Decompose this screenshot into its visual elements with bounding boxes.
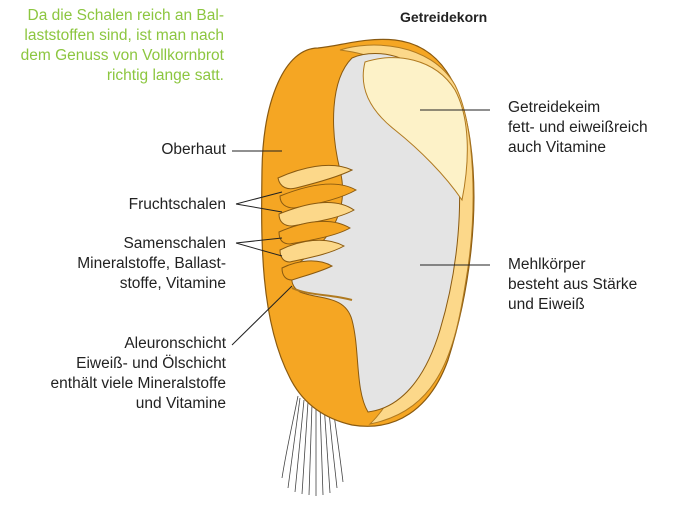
label-line: stoffe, Vitamine (40, 274, 226, 294)
label-line: und Vitamine (0, 394, 226, 414)
label-line: Eiweiß- und Ölschicht (0, 354, 226, 374)
label-line: Getreidekeim (508, 98, 683, 118)
label-oberhaut: Oberhaut (100, 140, 226, 160)
label-line: auch Vitamine (508, 138, 683, 158)
label-line: Samenschalen (40, 234, 226, 254)
label-line: und Eiweiß (508, 295, 683, 315)
label-line: enthält viele Mineralstoffe (0, 374, 226, 394)
label-line: Mineralstoffe, Ballast- (40, 254, 226, 274)
label-line: besteht aus Stärke (508, 275, 683, 295)
label-getreidekeim: Getreidekeim fett- und eiweißreich auch … (508, 98, 683, 158)
label-line: Mehlkörper (508, 255, 683, 275)
label-aleuronschicht: Aleuronschicht Eiweiß- und Ölschicht ent… (0, 334, 226, 414)
label-line: fett- und eiweißreich (508, 118, 683, 138)
label-mehlkoerper: Mehlkörper besteht aus Stärke und Eiweiß (508, 255, 683, 315)
label-fruchtschalen: Fruchtschalen (86, 195, 226, 215)
label-line: Oberhaut (100, 140, 226, 160)
label-line: Aleuronschicht (0, 334, 226, 354)
label-line: Fruchtschalen (86, 195, 226, 215)
label-samenschalen: Samenschalen Mineralstoffe, Ballast- sto… (40, 234, 226, 294)
